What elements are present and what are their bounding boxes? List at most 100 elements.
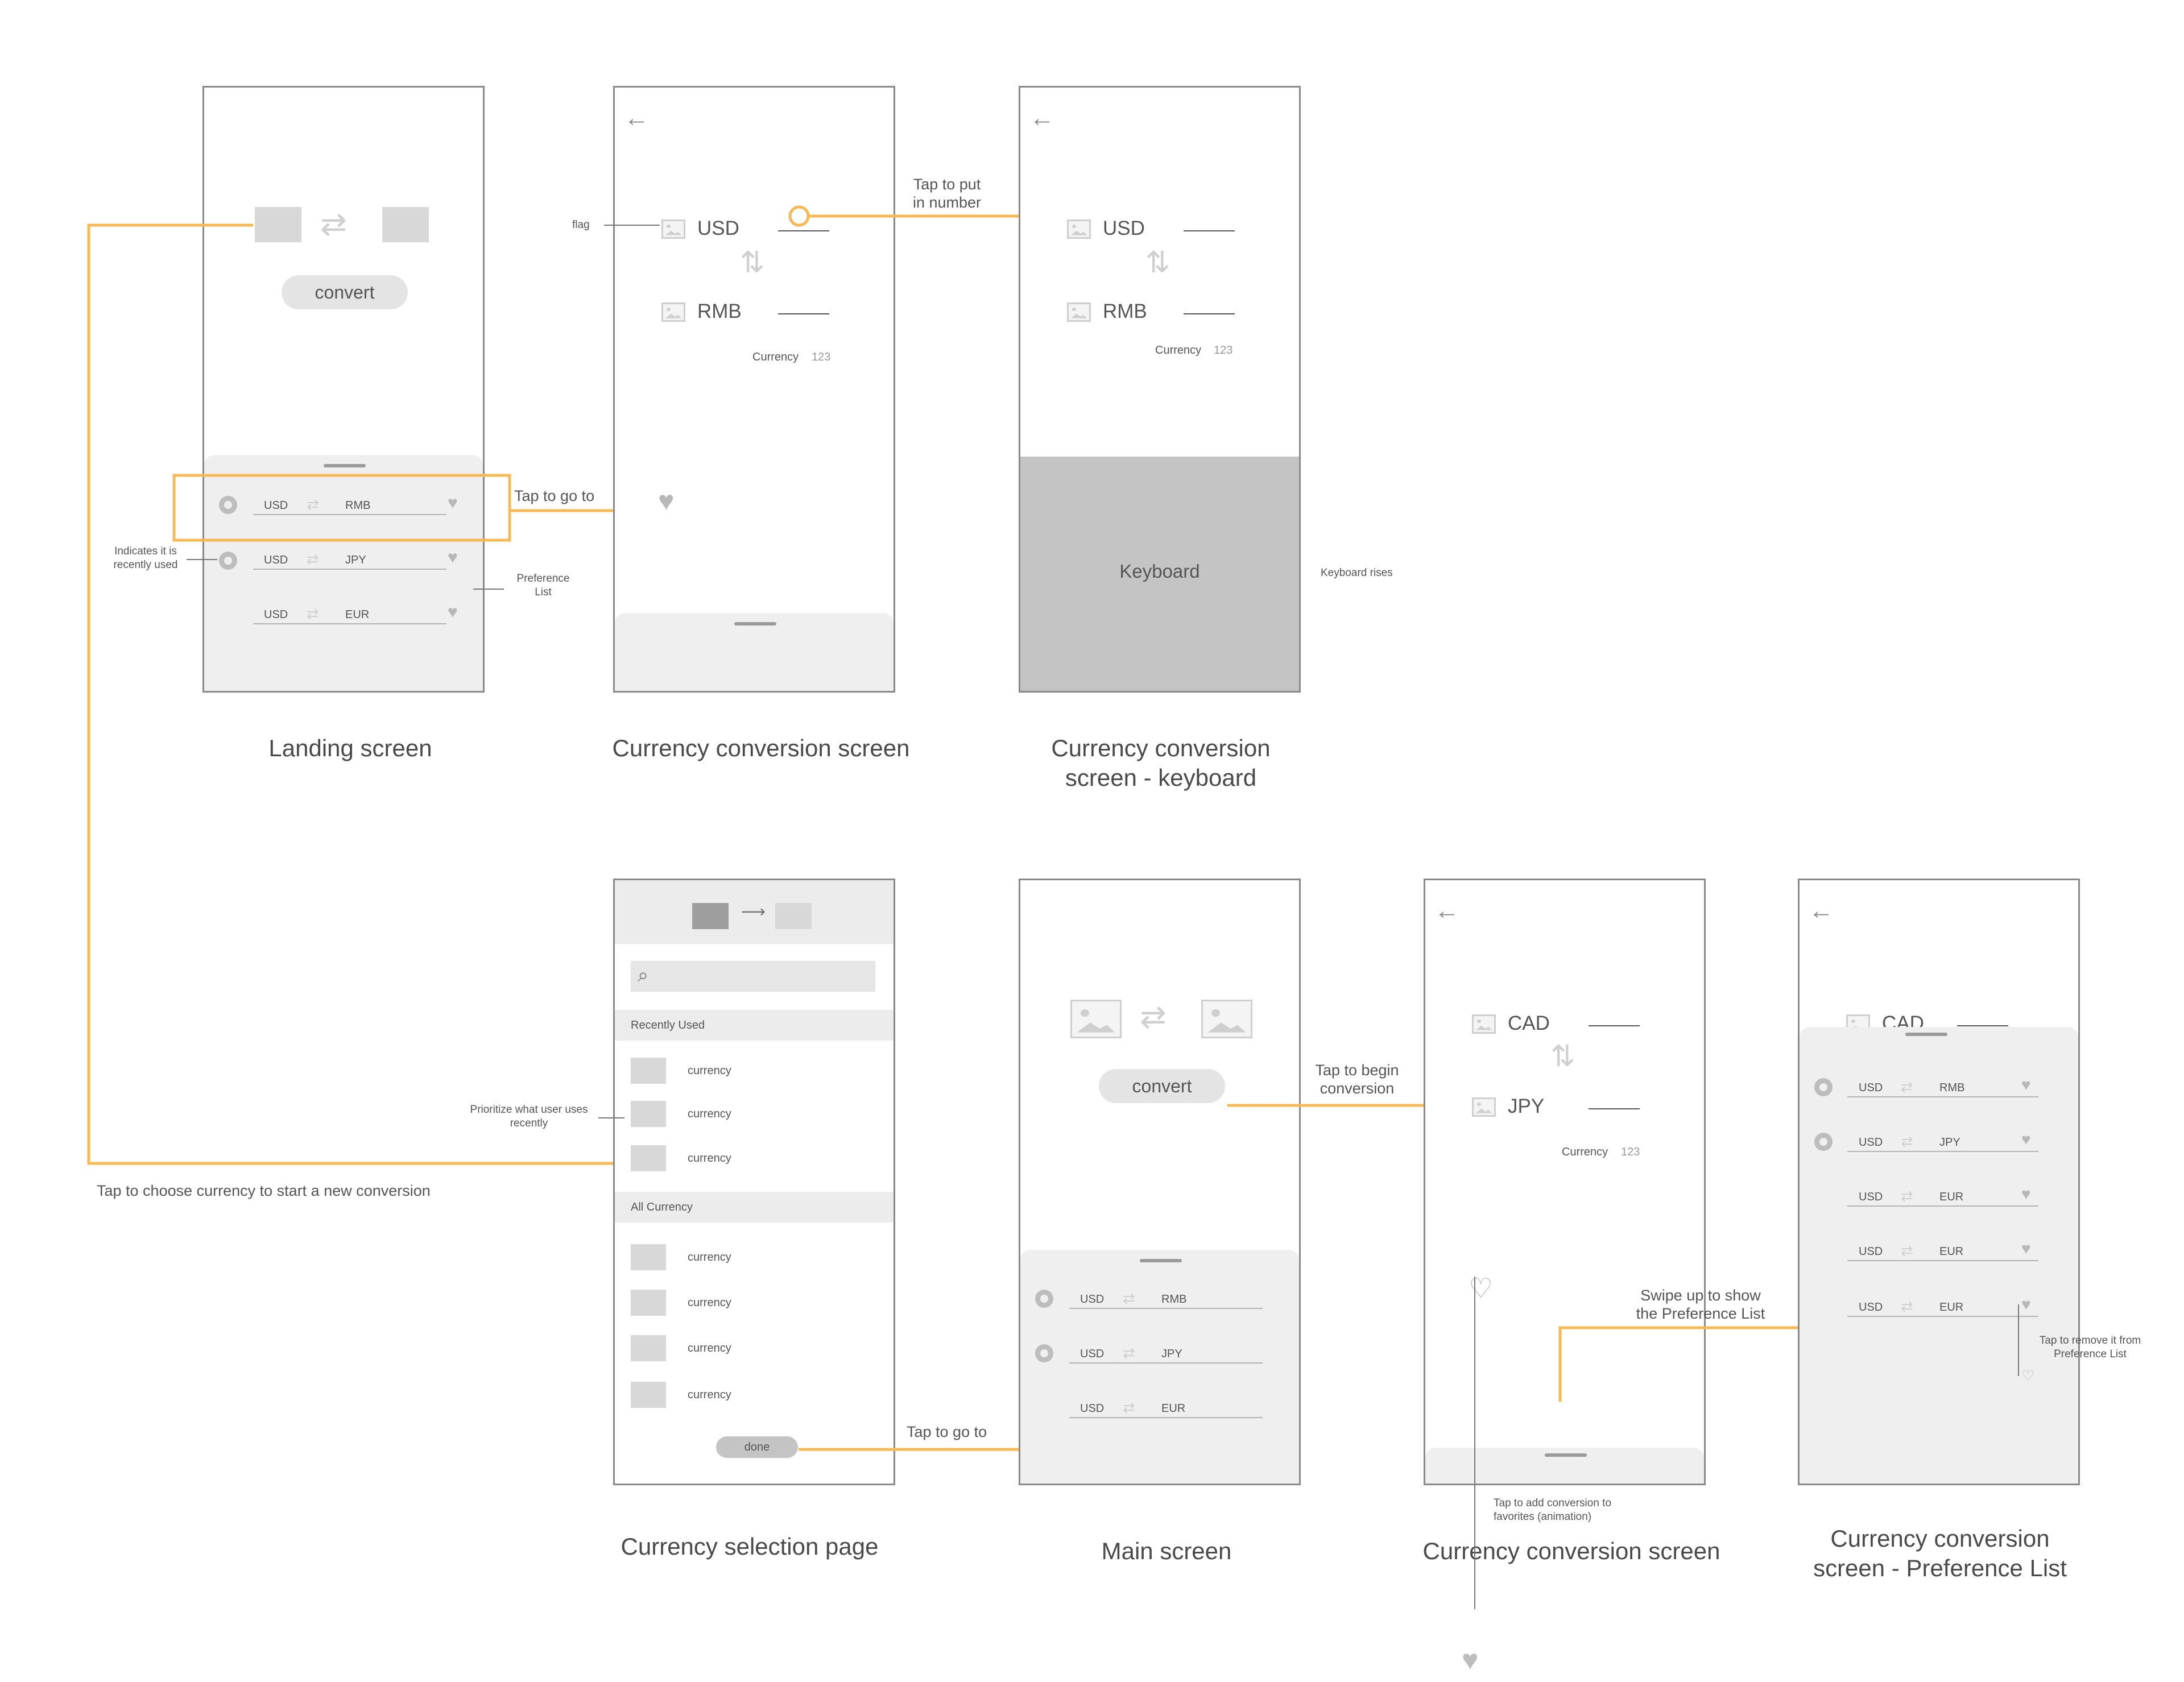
row-from: USD: [1859, 1191, 1883, 1203]
preference-screen: ← CAD USD ⇄ RMB ♥ USD ⇄ JPY ♥ USD ⇄ EUR …: [1798, 879, 2080, 1485]
currency-label: Currency: [1562, 1146, 1608, 1158]
currency-flag: [631, 1335, 666, 1361]
search-icon: ⌕: [638, 964, 649, 986]
row-divider: [1847, 1260, 2038, 1261]
flag-image-icon: [1472, 1097, 1496, 1117]
row-divider: [1847, 1205, 2038, 1207]
heart-icon[interactable]: ♥: [448, 494, 458, 512]
remove-annotation: Tap to remove it from Preference List: [2030, 1334, 2150, 1361]
sheet-handle[interactable]: [1905, 1033, 1947, 1036]
heart-icon[interactable]: ♥: [2021, 1076, 2031, 1093]
from-currency-code[interactable]: USD: [697, 217, 739, 239]
sheet-handle[interactable]: [1545, 1453, 1587, 1457]
keyboard-panel[interactable]: Keyboard: [1020, 457, 1299, 691]
row-divider: [253, 569, 446, 570]
currency-item[interactable]: currency: [688, 1342, 731, 1354]
currency-item[interactable]: currency: [688, 1251, 731, 1263]
clock-icon: [1814, 1078, 1833, 1096]
row-from: USD: [1080, 1402, 1105, 1415]
preference-title-line1: Currency conversion: [1830, 1525, 2050, 1552]
selection-header: ⟶: [615, 880, 894, 944]
currency-item[interactable]: currency: [688, 1108, 731, 1120]
amount-line[interactable]: [1589, 1025, 1640, 1026]
recently-used-line2: recently used: [113, 559, 178, 571]
row-from: USD: [264, 499, 288, 512]
convert-button[interactable]: convert: [282, 275, 408, 309]
arrow-left-icon[interactable]: ←: [1809, 897, 1834, 925]
tap-put-number-annotation: Tap to put in number: [899, 175, 995, 212]
tap-choose-annotation: Tap to choose currency to start a new co…: [97, 1182, 431, 1199]
heart-icon[interactable]: ♥: [2021, 1295, 2031, 1313]
swap-arrows-icon[interactable]: ⇅: [1145, 246, 1170, 279]
currency-item[interactable]: currency: [688, 1389, 731, 1401]
currency-flag: [631, 1382, 666, 1408]
row-from: USD: [264, 554, 288, 566]
preference-list-sheet[interactable]: USD ⇄ RMB USD ⇄ JPY USD ⇄ EUR: [1020, 1250, 1299, 1484]
from-flag-image[interactable]: [1070, 1000, 1122, 1038]
preference-list-sheet[interactable]: USD ⇄ RMB ♥ USD ⇄ JPY ♥ USD ⇄ EUR ♥ USD …: [1800, 1027, 2078, 1484]
recently-used-label: Recently Used: [631, 1019, 705, 1031]
row-from: USD: [1080, 1348, 1105, 1360]
search-input[interactable]: ⌕: [631, 961, 875, 992]
currency-item[interactable]: currency: [688, 1152, 731, 1165]
amount-line[interactable]: [1184, 230, 1235, 231]
all-currency-label: All Currency: [631, 1201, 693, 1213]
heart-icon[interactable]: ♥: [658, 486, 675, 516]
currency-item[interactable]: currency: [688, 1064, 731, 1077]
row-divider: [253, 514, 446, 515]
swap-arrows-icon[interactable]: ⇄: [1140, 999, 1167, 1034]
keyboard-title-line2: screen - keyboard: [1065, 764, 1257, 791]
swap-arrows-icon[interactable]: ⇅: [740, 246, 765, 279]
heart-icon[interactable]: ♥: [2021, 1130, 2031, 1148]
prioritize-line2: recently: [510, 1117, 548, 1129]
to-currency-code[interactable]: JPY: [1508, 1095, 1545, 1117]
arrow-left-icon[interactable]: ←: [1434, 897, 1459, 925]
tap-put-number-line2: in number: [912, 194, 982, 211]
clock-icon: [1035, 1290, 1053, 1308]
row-to: JPY: [1161, 1348, 1182, 1360]
arrow-left-icon[interactable]: ←: [1029, 104, 1054, 132]
preference-list-sheet[interactable]: [1425, 1448, 1704, 1484]
from-currency-code[interactable]: CAD: [1508, 1012, 1550, 1034]
to-currency-code[interactable]: RMB: [1103, 300, 1147, 322]
heart-icon[interactable]: ♥: [448, 603, 458, 622]
from-currency-box[interactable]: [255, 207, 301, 242]
row-arrow: ⇄: [1901, 1242, 1913, 1259]
heart-icon[interactable]: ♥: [2021, 1185, 2031, 1203]
heart-outline-icon[interactable]: ♡: [1469, 1274, 1494, 1304]
row-arrow: ⇄: [1123, 1344, 1135, 1361]
currency-flag: [631, 1058, 666, 1084]
sheet-handle[interactable]: [324, 464, 366, 467]
from-currency-box[interactable]: [692, 903, 729, 929]
heart-icon[interactable]: ♥: [2021, 1240, 2031, 1257]
row-to: EUR: [1939, 1301, 1964, 1314]
add-favorite-annotation: Tap to add conversion to favorites (anim…: [1494, 1497, 1611, 1524]
to-flag-image[interactable]: [1201, 1000, 1252, 1038]
to-currency-box[interactable]: [775, 903, 812, 929]
row-arrow: ⇄: [1901, 1187, 1913, 1204]
amount-line[interactable]: [778, 230, 829, 231]
sheet-handle[interactable]: [734, 622, 776, 625]
to-currency-box[interactable]: [382, 207, 429, 242]
from-currency-code[interactable]: USD: [1103, 217, 1145, 239]
arrow-left-icon[interactable]: ←: [624, 104, 649, 132]
preference-list-sheet[interactable]: [615, 613, 894, 691]
keyboard-screen: ← USD ⇅ RMB Currency 123 Keyboard: [1019, 86, 1301, 693]
done-button[interactable]: done: [716, 1436, 798, 1458]
number-label: 123: [1621, 1146, 1640, 1158]
tap-go-to-annotation: Tap to go to: [514, 487, 595, 504]
row-to: RMB: [1939, 1082, 1965, 1094]
begin-conversion-line1: Tap to begin: [1315, 1062, 1399, 1079]
swap-arrows-icon[interactable]: ⇅: [1550, 1040, 1575, 1073]
convert-button[interactable]: convert: [1099, 1069, 1225, 1103]
swipe-up-annotation: Swipe up to show the Preference List: [1615, 1286, 1786, 1323]
heart-icon[interactable]: ♥: [448, 548, 458, 567]
preference-list-sheet[interactable]: USD ⇄ RMB ♥ USD ⇄ JPY ♥ USD ⇄ EUR ♥: [204, 455, 483, 691]
to-currency-code[interactable]: RMB: [697, 300, 742, 322]
prioritize-line1: Prioritize what user uses: [470, 1104, 588, 1116]
currency-item[interactable]: currency: [688, 1296, 731, 1309]
sheet-handle[interactable]: [1140, 1259, 1182, 1262]
number-label: 123: [1214, 344, 1233, 357]
tap-put-number-line1: Tap to put: [913, 176, 981, 193]
swap-arrows-icon[interactable]: ⇄: [320, 206, 347, 242]
